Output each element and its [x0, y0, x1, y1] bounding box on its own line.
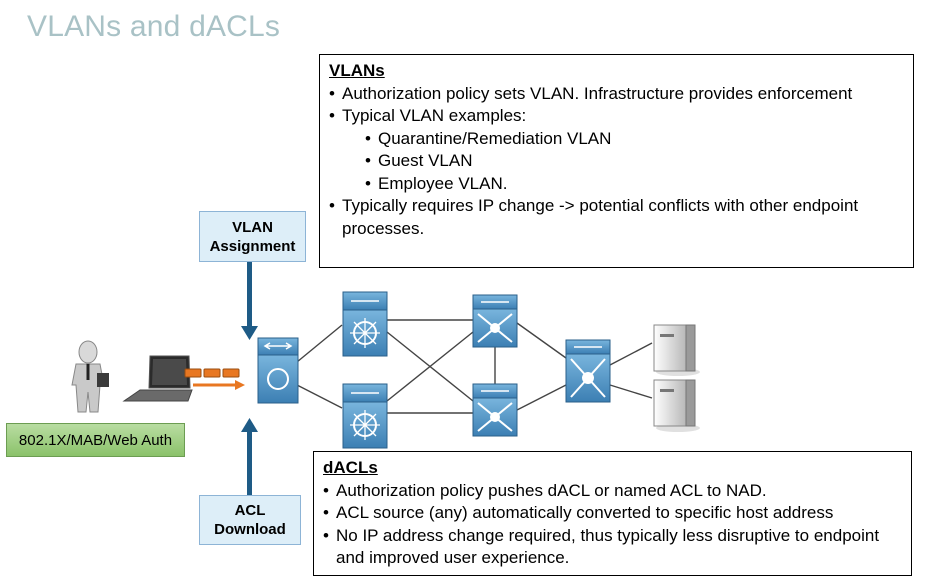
dacls-heading: dACLs [323, 458, 378, 477]
server-icon [653, 324, 700, 376]
dacls-bullet-list: Authorization policy pushes dACL or name… [323, 480, 903, 570]
dacls-info-box: dACLs Authorization policy pushes dACL o… [313, 451, 912, 576]
access-switch-icon [257, 337, 299, 404]
vlans-bullet: Typical VLAN examples: [329, 105, 905, 128]
vlan-example-item: Guest VLAN [329, 150, 905, 173]
acl-download-line2: Download [214, 521, 286, 538]
packet-icon [184, 368, 240, 378]
network-links [296, 319, 653, 414]
user-icon [71, 340, 109, 413]
vlans-bullet: Authorization policy sets VLAN. Infrastr… [329, 83, 905, 106]
vlan-assignment-arrow [241, 262, 258, 340]
traffic-arrow [193, 380, 245, 390]
vlans-info-box: VLANs Authorization policy sets VLAN. In… [319, 54, 914, 268]
acl-download-line1: ACL [234, 502, 266, 519]
dacls-bullet: ACL source (any) automatically converted… [323, 502, 903, 525]
vlan-assignment-line2: Assignment [209, 237, 296, 255]
vlan-example-item: Quarantine/Remediation VLAN [329, 128, 905, 151]
dacls-bullet: No IP address change required, thus typi… [323, 525, 903, 570]
auth-method-box: 802.1X/MAB/Web Auth [6, 423, 185, 457]
vlan-assignment-line1: VLAN [232, 218, 273, 236]
dacls-bullet: Authorization policy pushes dACL or name… [323, 480, 903, 503]
distribution-switch-icon [342, 291, 388, 357]
core-switch-icon [472, 383, 518, 437]
vlans-heading: VLANs [329, 61, 385, 80]
vlans-bullet-list: Authorization policy sets VLAN. Infrastr… [329, 83, 905, 241]
acl-download-label: ACL Download [199, 495, 301, 545]
vlans-bullet: Typically requires IP change -> potentia… [329, 195, 905, 240]
vlan-example-item: Employee VLAN. [329, 173, 905, 196]
core-switch-icon [472, 294, 518, 348]
slide-title: VLANs and dACLs [27, 10, 281, 43]
distribution-switch-icon [342, 383, 388, 449]
acl-download-arrow [241, 418, 258, 495]
core-switch-icon [565, 339, 611, 403]
laptop-icon [122, 355, 193, 402]
server-icon [653, 379, 700, 432]
vlan-assignment-label: VLAN Assignment [199, 211, 306, 262]
